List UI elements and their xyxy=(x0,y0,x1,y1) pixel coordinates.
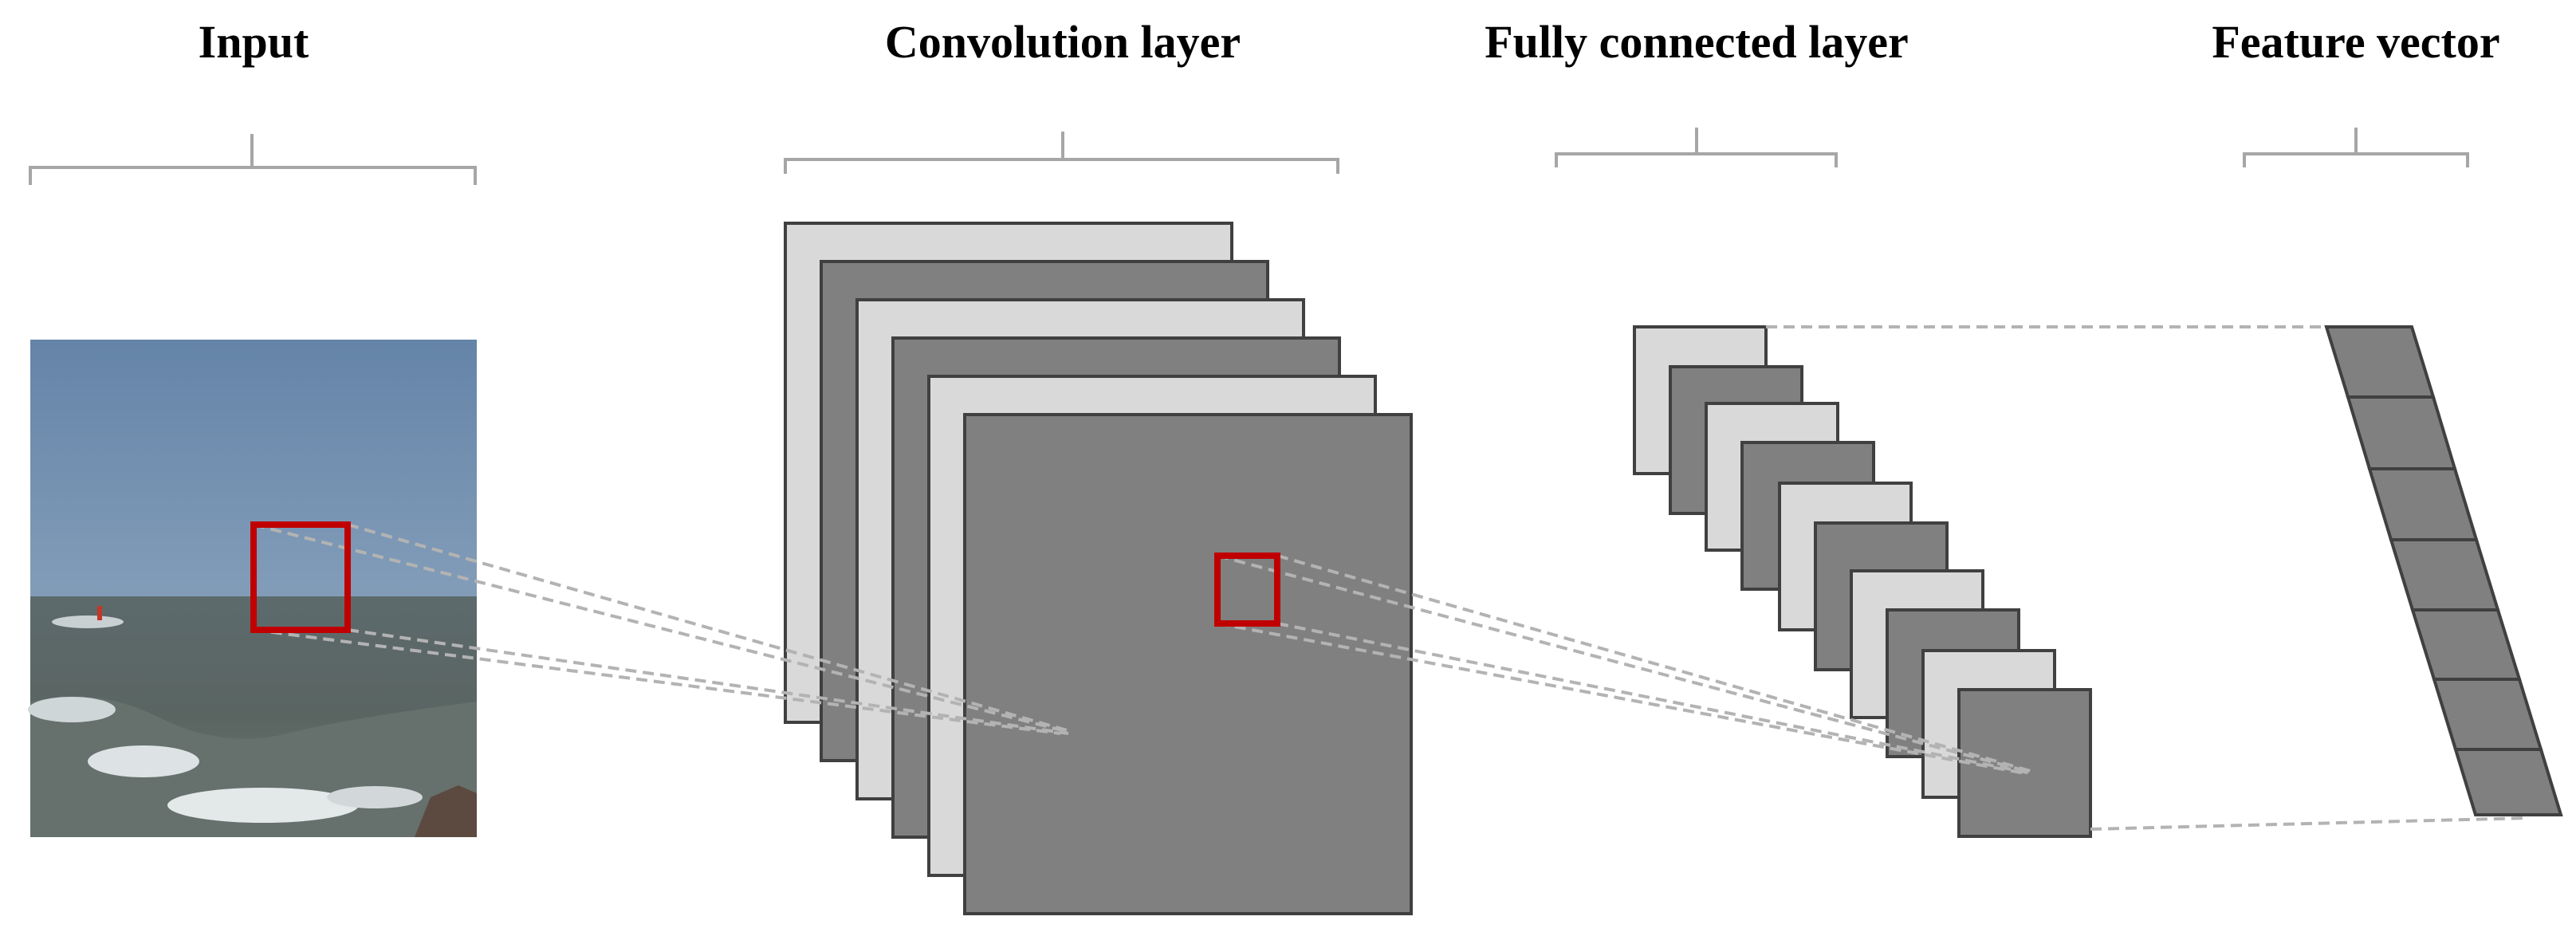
input-to-conv-connections xyxy=(253,523,1073,735)
bracket-input xyxy=(29,134,477,185)
conv-to-fc-connections xyxy=(1217,554,2034,775)
bracket-convolution-layer xyxy=(784,132,1339,174)
fc-layer-units xyxy=(1633,325,2092,838)
title-fully-connected-layer: Fully connected layer xyxy=(1485,16,1909,68)
bracket-feature-vector xyxy=(2243,128,2469,167)
fc-unit-10 xyxy=(1957,688,2092,838)
feature-vector-cell-1 xyxy=(2324,325,2436,399)
conv-feature-map-6 xyxy=(963,413,1413,915)
title-input: Input xyxy=(199,16,309,68)
conv-feature-maps xyxy=(784,222,1413,915)
fc-to-feature-connections xyxy=(1766,325,2528,831)
title-feature-vector: Feature vector xyxy=(2212,16,2499,68)
feature-vector xyxy=(2324,325,2563,816)
feature-vector-cell-4 xyxy=(2389,538,2500,612)
input-kernel-box xyxy=(250,521,351,633)
feature-vector-cell-2 xyxy=(2346,395,2457,470)
feature-vector-cell-7 xyxy=(2453,748,2563,816)
conv-kernel-box xyxy=(1214,553,1280,627)
title-convolution-layer: Convolution layer xyxy=(885,16,1241,68)
feature-vector-cell-5 xyxy=(2410,608,2522,681)
bracket-fully-connected-layer xyxy=(1555,128,1838,167)
feature-vector-cell-3 xyxy=(2367,467,2479,541)
feature-vector-cell-6 xyxy=(2432,678,2543,751)
